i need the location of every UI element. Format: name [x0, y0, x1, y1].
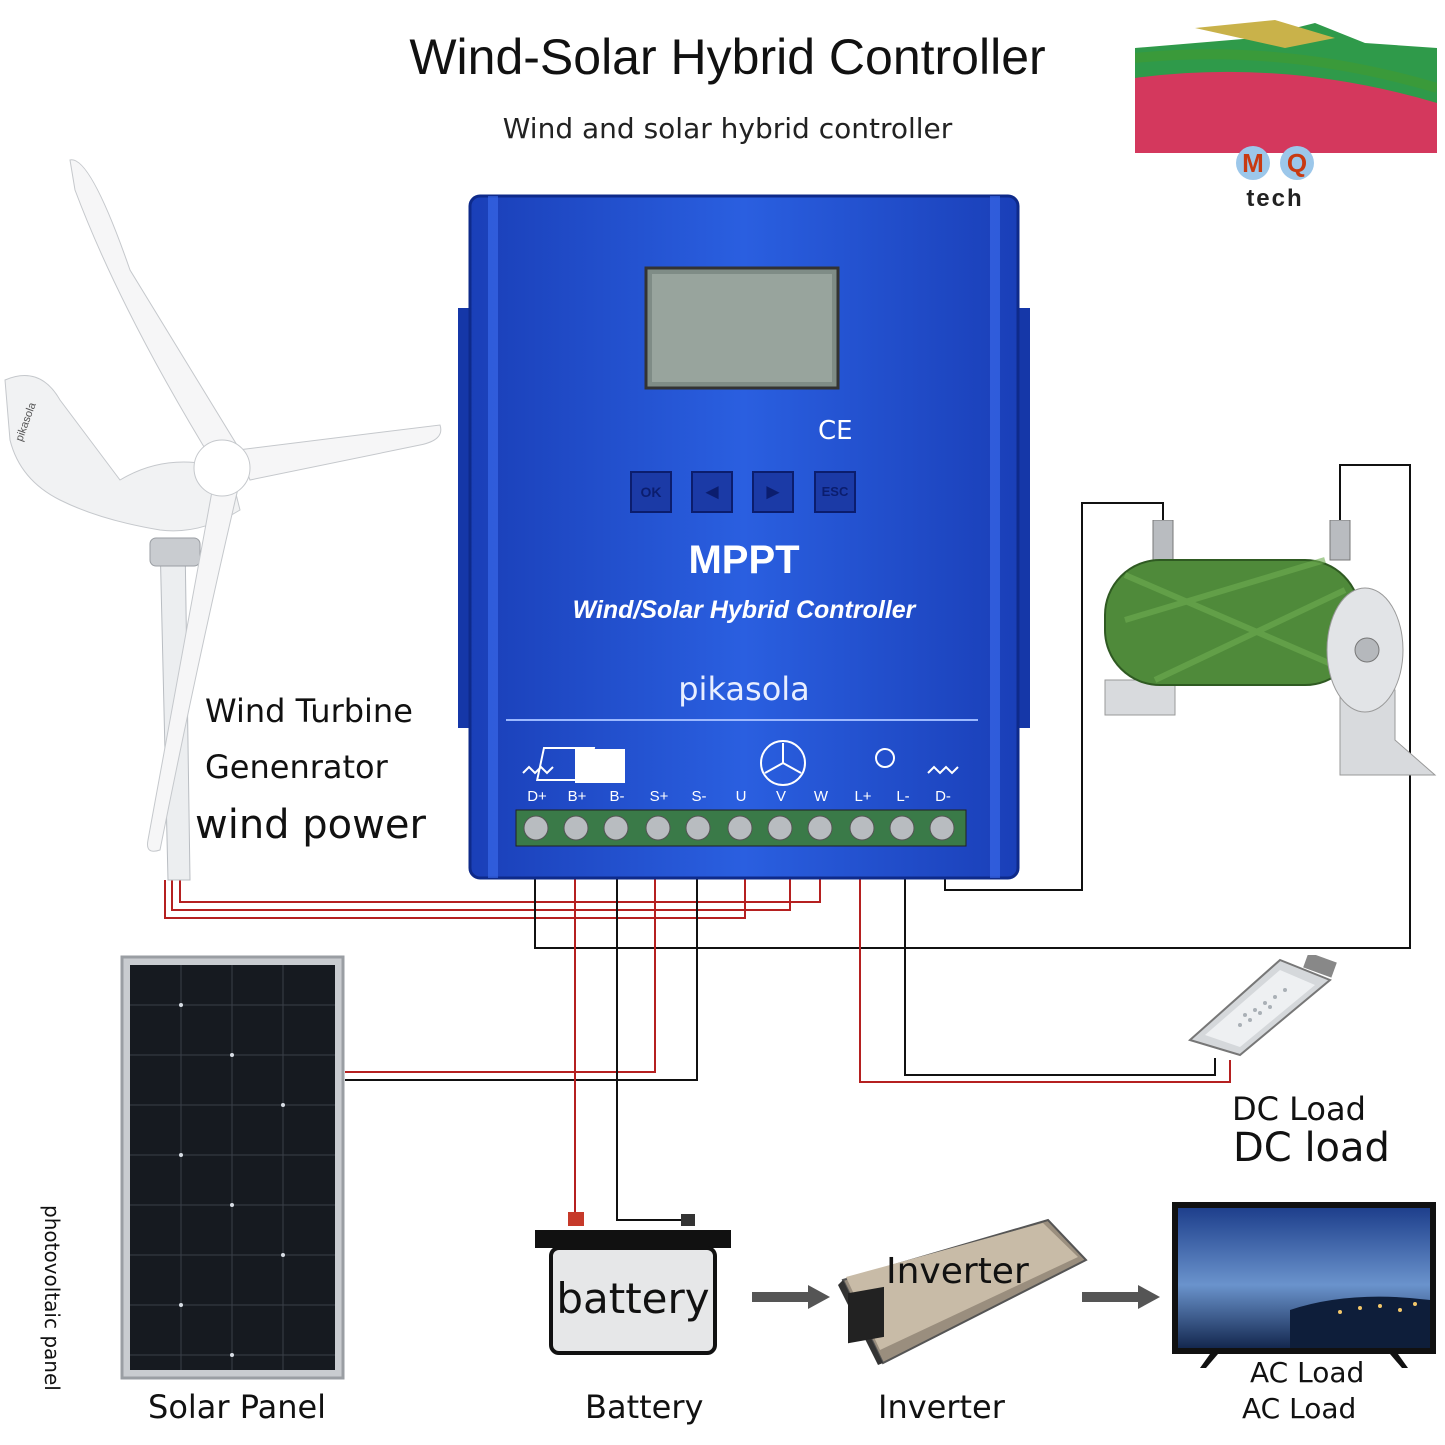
terminal-label-s-plus: S+	[649, 788, 669, 805]
wire-load-pos	[859, 875, 1231, 1083]
terminal-label-l-plus: L+	[854, 788, 872, 805]
button-esc[interactable]: ESC	[814, 471, 856, 513]
photovoltaic-panel-label: photovoltaic panel	[40, 1205, 64, 1391]
wire-turbine-w	[179, 875, 821, 903]
wind-turbine-label: Wind Turbine	[205, 692, 413, 730]
resistor-icon-right	[927, 765, 959, 775]
wire-solar-pos	[345, 875, 656, 1073]
inverter-body-icon	[838, 1218, 1088, 1365]
logo-letter-m: M	[1242, 148, 1264, 178]
dump-load-resistor-icon	[1104, 520, 1437, 776]
terminal-label-l-minus: L-	[896, 788, 910, 805]
terminal-label-s-minus: S-	[691, 788, 707, 805]
tv-ac-load-icon	[1172, 1202, 1436, 1368]
battery-inner-label: battery	[556, 1274, 710, 1323]
wire-dump-load-2	[944, 502, 1164, 891]
wire-turbine-u	[164, 875, 746, 919]
controller-subheading: Wind/Solar Hybrid Controller	[572, 596, 916, 624]
diagram-subtitle: Wind and solar hybrid controller	[502, 112, 953, 145]
solar-icon	[535, 747, 596, 781]
wire-turbine-v	[171, 875, 791, 911]
terminal-label-b-plus: B+	[567, 788, 587, 805]
inverter-inner-label: Inverter	[886, 1251, 1029, 1292]
terminal-label-b-minus: B-	[609, 788, 625, 805]
wire-battery-neg	[616, 875, 691, 1221]
wind-power-label: wind power	[195, 802, 426, 848]
turbine-icon	[760, 740, 806, 786]
battery-body-icon	[535, 1212, 731, 1355]
controller-brand: pikasola	[678, 670, 810, 708]
terminal-group-icons	[522, 740, 959, 786]
inverter-label: Inverter	[878, 1388, 1005, 1426]
terminal-label-u: U	[735, 788, 747, 805]
battery-label: Battery	[585, 1388, 704, 1426]
terminal-label-v: V	[775, 788, 786, 805]
wire-solar-neg	[345, 875, 698, 1081]
wire-load-neg	[904, 875, 1216, 1076]
logo-letter-q: Q	[1287, 148, 1307, 178]
terminal-label-w: W	[813, 788, 829, 805]
controller-body	[458, 194, 1030, 880]
logo-graphic: M Q tech	[1134, 20, 1439, 212]
flow-arrows	[752, 1285, 1160, 1309]
bulb-icon	[875, 748, 895, 768]
button-left[interactable]: ◄	[691, 471, 733, 513]
diagram-title: Wind-Solar Hybrid Controller	[409, 29, 1046, 85]
resistor-icon-left	[522, 765, 554, 775]
inverter-graphic: Inverter	[838, 1215, 1088, 1365]
cert-mark: CE	[818, 416, 853, 446]
generator-label: Genenrator	[205, 748, 388, 786]
terminal-screws	[523, 815, 955, 841]
mq-tech-logo: M Q tech	[1134, 18, 1439, 213]
logo-text: tech	[1246, 185, 1303, 212]
wind-turbine-icon: pikasola	[4, 159, 442, 881]
solar-panel-label: Solar Panel	[148, 1388, 327, 1426]
dc-load-label-2: DC load	[1233, 1125, 1390, 1171]
button-ok[interactable]: OK	[630, 471, 672, 513]
terminal-label-d-minus: D-	[935, 788, 951, 805]
wire-dump-load-1	[534, 464, 1411, 949]
solar-panel-icon	[120, 955, 345, 1380]
button-right[interactable]: ►	[752, 471, 794, 513]
battery-graphic: battery	[533, 1212, 733, 1357]
battery-icon	[575, 749, 625, 783]
dc-load-label-1: DC Load	[1232, 1090, 1366, 1128]
controller-heading: MPPT	[688, 538, 800, 582]
ac-load-label-2: AC Load	[1242, 1392, 1357, 1425]
street-light-icon	[1187, 955, 1337, 1057]
ac-load-label-1: AC Load	[1250, 1356, 1365, 1389]
terminal-label-d-plus: D+	[527, 788, 547, 805]
mppt-controller: CE OK ◄ ► ESC MPPT Wind/Solar Hybrid Con…	[458, 188, 1030, 880]
